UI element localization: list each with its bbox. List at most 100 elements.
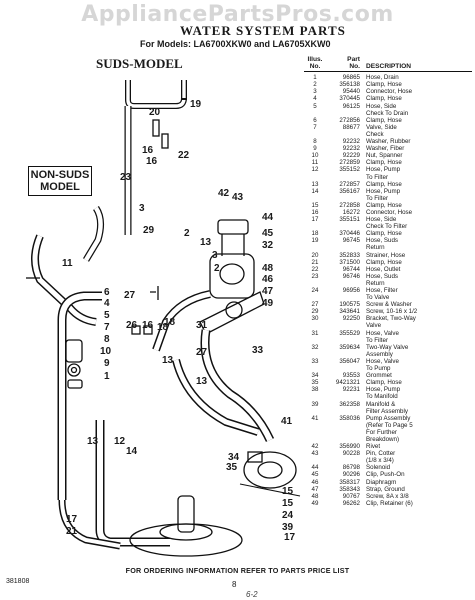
illus-no-cell: 13 [311, 180, 319, 188]
callout-5: 5 [104, 310, 110, 321]
illus-no-cell [304, 436, 326, 443]
description-cell: To Filter [366, 194, 389, 202]
part-no-cell: 371500 [339, 258, 360, 266]
col-description: DESCRIPTION [366, 63, 472, 70]
description-cell: Two-Way Valve [366, 343, 409, 351]
callout-48: 48 [262, 263, 274, 274]
part-no-cell: 90228 [342, 450, 360, 458]
callout-34: 34 [228, 452, 240, 463]
callout-10: 10 [100, 346, 112, 357]
illus-no-cell [304, 351, 326, 358]
description-cell: Clamp, Hose [366, 379, 402, 387]
models-subtitle: For Models: LA6700XKW0 and LA6705XKW0 [140, 39, 331, 49]
part-no-cell: 96865 [342, 74, 360, 82]
illus-no-cell: 38 [311, 386, 319, 394]
illus-no-cell: 46 [311, 478, 319, 486]
illus-no-cell [304, 294, 326, 301]
table-row: Return [304, 280, 472, 287]
illus-no-cell: 27 [311, 301, 319, 309]
illus-no-cell: 39 [311, 400, 319, 408]
part-no-cell: 96125 [342, 102, 360, 110]
illus-no-cell: 5 [313, 102, 317, 110]
callout-24: 24 [282, 510, 294, 521]
description-cell: Connector, Hose [366, 208, 413, 216]
illus-no-cell: 32 [311, 343, 319, 351]
part-no-cell [326, 131, 366, 138]
part-no-cell [326, 393, 366, 400]
part-no-cell: 190575 [339, 301, 360, 309]
site-watermark: AppliancePartsPros.com [81, 2, 394, 27]
col-part-no-label: No. [349, 63, 360, 71]
illus-no-cell: 6 [313, 116, 317, 124]
callout-31: 31 [196, 320, 208, 331]
description-cell: Screw, 8A x 3/8 [366, 492, 409, 500]
illus-no-cell [304, 195, 326, 202]
description-cell: Rivet [366, 443, 381, 451]
callout-45: 45 [262, 228, 274, 239]
part-no-cell: 96746 [342, 272, 360, 280]
illus-no-cell: 14 [311, 187, 319, 195]
description-cell: Washer, Rubber [366, 138, 411, 146]
illus-no-cell: 17 [311, 216, 319, 224]
description-cell: Hose, Side [366, 102, 397, 110]
part-no-cell: 358317 [339, 478, 360, 486]
description-cell: To Pump [366, 365, 391, 373]
description-cell: Clamp, Hose [366, 230, 402, 238]
description-cell: Hose, Valve [366, 329, 399, 337]
callout-16b: 16 [146, 156, 158, 167]
illus-no-cell [304, 365, 326, 372]
part-no-cell [326, 351, 366, 358]
illus-no-cell: 9 [313, 145, 317, 153]
illus-no-cell: 29 [311, 308, 319, 316]
description-cell: Connector, Hose [366, 88, 413, 96]
part-no-cell: 358343 [339, 485, 360, 493]
description-cell: Clamp, Hose [366, 258, 402, 266]
callout-2b: 2 [214, 263, 220, 274]
callout-14: 14 [126, 446, 138, 457]
callout-7: 7 [104, 322, 110, 333]
part-no-cell: 356167 [339, 187, 360, 195]
callout-27: 27 [124, 290, 136, 301]
part-no-cell: 90767 [342, 492, 360, 500]
part-no-cell: 90296 [342, 471, 360, 479]
description-cell: Grommet [366, 372, 392, 380]
illus-no-cell: 34 [311, 372, 319, 380]
callout-46: 46 [262, 274, 274, 285]
description-cell: Clamp, Hose [366, 159, 402, 167]
non-suds-line2: MODEL [40, 181, 80, 193]
part-no-cell: 92232 [342, 138, 360, 146]
table-row: For Further [304, 429, 472, 436]
illus-no-cell: 2 [313, 81, 317, 89]
callout-13d: 13 [87, 436, 99, 447]
illus-no-cell: 42 [311, 443, 319, 451]
description-cell: Solenoid [366, 464, 391, 472]
illus-no-cell [304, 393, 326, 400]
part-no-cell: 92229 [342, 152, 360, 160]
description-cell: Screw & Washer [366, 301, 412, 309]
description-cell: Strap, Ground [366, 485, 405, 493]
part-no-cell: 356138 [339, 81, 360, 89]
illus-no-cell [304, 174, 326, 181]
callout-13c: 13 [196, 376, 208, 387]
part-no-cell: 343641 [339, 308, 360, 316]
part-no-cell [326, 365, 366, 372]
part-no-cell: 370445 [339, 95, 360, 103]
description-cell: Pin, Cotter [366, 450, 396, 458]
callout-42: 42 [218, 188, 230, 199]
non-suds-model-box: NON-SUDS MODEL [28, 166, 92, 196]
callout-41: 41 [281, 416, 293, 427]
part-no-cell: 95440 [342, 88, 360, 96]
part-no-cell [326, 223, 366, 230]
